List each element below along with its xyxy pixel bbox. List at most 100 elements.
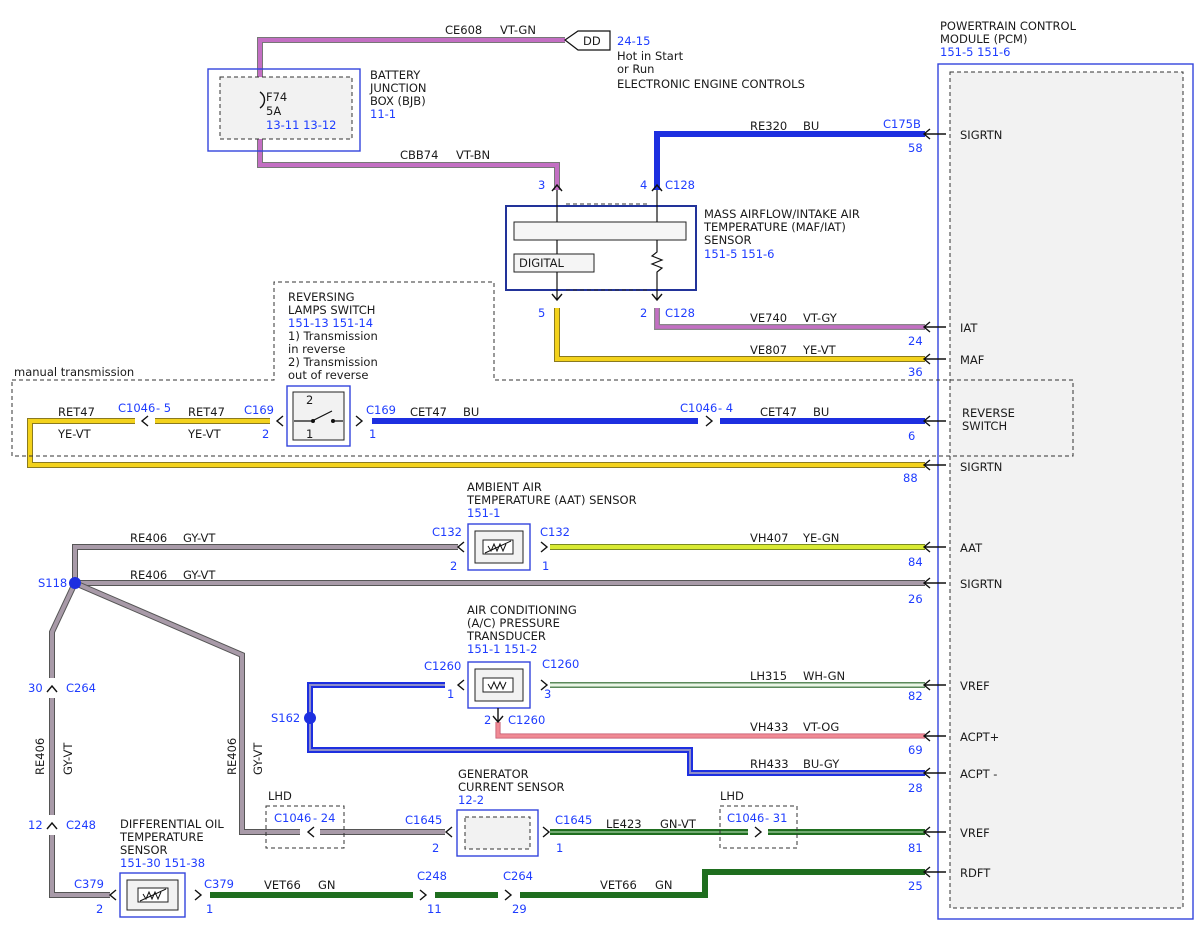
wire-lh315-color: WH-GN [803,669,845,683]
bjb-outer-box [207,68,361,152]
wire-rh433-label: RH433 [750,757,789,771]
bjb-inner-box [219,76,353,140]
rls-refs: 151-13 151-14 [288,316,373,330]
maf-refs: 151-5 151-6 [704,247,775,261]
c1046-4: C1046 [680,401,717,415]
aat-ref: 151-1 [467,506,500,520]
pcm-pin-acpt-plus: ACPT+ [960,730,999,744]
maf-pin4-arrow [651,183,663,192]
wire-ve807-label: VE807 [750,343,787,357]
c1645-pin1: 1 [556,841,563,855]
resistor-icon [650,190,664,300]
c379-right: C379 [204,877,234,891]
pcm-pin-vref-81: VREF [960,826,990,840]
aat-label-2: TEMPERATURE (AAT) SENSOR [466,493,637,507]
c1260-pin2: 2 [484,713,491,727]
c1260-pin3-arrow [540,679,549,691]
wire-vet66-color-right: GN [655,878,673,892]
c169-pin1-arrow [355,415,364,427]
c248-bottom-arrow [419,889,428,901]
c248-gap-bottom [413,889,435,901]
lhd-box-31 [719,805,798,849]
c169-pin1: 1 [369,427,376,441]
pcm-inner-box [949,71,1184,909]
c1645-pin2: 2 [432,841,439,855]
wire-rh433-stripe [309,684,925,774]
pcm-pin-maf: MAF [960,353,984,367]
wire-ret47-label: RET47 [188,405,225,419]
c132-pin2-arrow [456,541,465,553]
c169-right: C169 [366,403,396,417]
pcm-outer-box [937,63,1194,920]
lhd-label-31: LHD [720,789,744,803]
wire-cbb74-color: VT-BN [456,148,490,162]
c264-arrow [46,684,58,693]
gen-label-2: CURRENT SENSOR [458,780,565,794]
dot-label-1: DIFFERENTIAL OIL [120,817,224,831]
c248-pin11: 11 [427,902,442,916]
c264-bottom-arrow [504,889,513,901]
wire-ret47-color: YE-VT [187,427,222,441]
wire-vh407-color: YE-GN [802,531,839,545]
wire-rh433-color: BU-GY [803,757,840,771]
rls-note-3: 2) Transmission [288,355,378,369]
pcm-pin-reverse: REVERSE [962,406,1015,420]
pin-81: 81 [908,841,923,855]
bjb-label-1: BATTERY [370,68,421,82]
c1260-left: C1260 [424,659,461,673]
bjb-amps: 5A [266,104,281,118]
conn-c175b: C175B [883,117,921,131]
fuse-icon [259,91,266,109]
gen-outer-box [456,809,539,857]
rls-label-2: LAMPS SWITCH [288,303,375,317]
aat-outer-box [467,523,531,571]
wire-cet47-label: CET47 [410,405,447,419]
pcm-title-2: MODULE (PCM) [940,32,1027,46]
c169-pin2: 2 [262,427,269,441]
acpt-refs: 151-1 151-2 [467,642,538,656]
pcm-pin-sigrtn-88: SIGRTN [960,460,1002,474]
c379-pin1: 1 [206,902,213,916]
c1046-5: C1046 [118,401,155,415]
maf-digital-box [513,253,595,273]
wire-re406-color-2: GY-VT [183,568,216,582]
dd-tag-shape [563,30,611,51]
c264-gap [44,678,60,698]
pcm-pin-arrows [922,128,946,878]
pin-84: 84 [908,555,923,569]
c1046-5-num: - 5 [156,401,171,415]
rls-inner-box [292,391,345,441]
gen-label-1: GENERATOR [458,767,529,781]
rls-note-2: in reverse [288,342,345,356]
c379-pin1-arrow [194,889,203,901]
c1645-pin1-arrow [542,826,551,838]
c132-right: C132 [540,525,570,539]
c169-left: C169 [244,403,274,417]
wire-vh407-label: VH407 [750,531,788,545]
dot-outer-box [119,872,186,918]
dd-line3: ELECTRONIC ENGINE CONTROLS [617,77,805,91]
maf-label-2: TEMPERATURE (MAF/IAT) [703,220,846,234]
pin-69: 69 [908,743,923,757]
maf-c128-bottom: C128 [665,306,695,320]
pcm-pin-iat: IAT [960,321,978,335]
c1260-pin2-arrow [492,708,504,724]
rls-label-1: REVERSING [288,290,355,304]
maf-label-1: MASS AIRFLOW/INTAKE AIR [704,207,860,221]
gen-inner-box [464,816,531,850]
c264-left: C264 [66,681,96,695]
wire-re320-color: BU [803,119,819,133]
wire-ve740 [654,308,925,330]
wire-re406-mid-color: GY-VT [251,742,265,775]
wire-re406-dot [49,581,110,898]
c132-pin1-arrow [540,541,549,553]
c264-pin29: 29 [512,902,527,916]
pin-36: 36 [908,365,923,379]
wire-re320-label: RE320 [750,119,787,133]
dd-tag: DD [583,34,601,48]
wire-lh315-label: LH315 [750,669,787,683]
lhd-label-24: LHD [268,789,292,803]
c1046-31-arrow [754,826,763,838]
c1645-right: C1645 [555,813,592,827]
